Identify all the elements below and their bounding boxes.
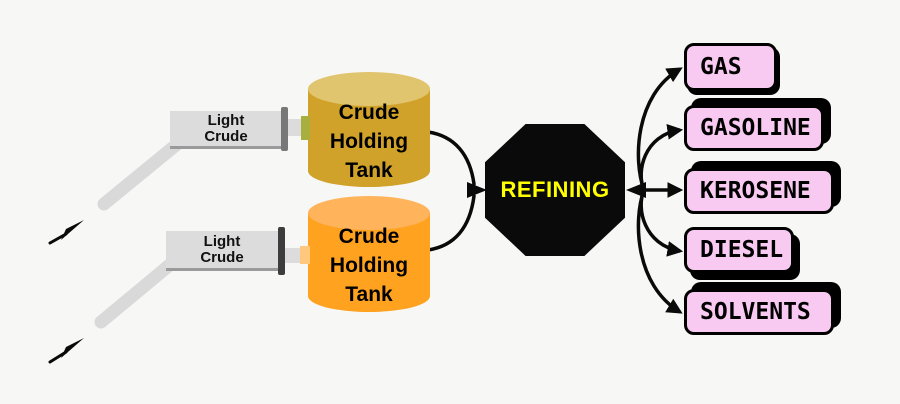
pipe-stub-bottom <box>285 248 302 263</box>
product-box-solvents: SOLVENTS <box>684 289 834 335</box>
refining-label: REFINING <box>500 177 610 202</box>
light-crude-text: Light Crude <box>200 232 244 266</box>
tank-inlet-coupler-top <box>301 116 310 140</box>
tank-top <box>308 196 430 230</box>
tank-label: Crude Holding Tank <box>329 225 409 306</box>
arrowhead-into-refining-icon <box>467 182 487 198</box>
tank-inlet-coupler-bottom <box>300 246 310 264</box>
product-box-gas: GAS <box>684 43 777 91</box>
tank-label: Crude Holding Tank <box>329 101 409 182</box>
product-label: GAS <box>700 54 742 80</box>
light-crude-label-bottom: Light Crude <box>166 231 278 271</box>
flow-line-to-gasoline <box>639 123 684 191</box>
light-crude-text: Light Crude <box>204 111 248 145</box>
flow-line-tank1-to-refining <box>426 130 476 186</box>
crude-holding-tank-2: Crude Holding Tank <box>308 196 430 312</box>
refining-process-node: REFINING <box>485 124 625 256</box>
product-box-kerosene: KEROSENE <box>684 168 834 214</box>
product-label: DIESEL <box>700 237 784 263</box>
pipe-stub-top <box>288 119 303 136</box>
flow-line-to-solvents <box>636 189 683 314</box>
pipe-flange-bottom <box>278 227 285 275</box>
flow-line-to-diesel <box>639 189 684 257</box>
light-crude-label-top: Light Crude <box>170 111 282 149</box>
crude-holding-tank-1: Crude Holding Tank <box>308 72 430 187</box>
product-label: SOLVENTS <box>700 299 811 325</box>
tank-top <box>308 72 430 106</box>
product-box-diesel: DIESEL <box>684 227 794 273</box>
product-label: GASOLINE <box>700 115 811 141</box>
supply-pipe-top <box>97 138 183 211</box>
flow-line-tank2-to-refining <box>426 194 476 252</box>
inflow-arrow-icon <box>48 220 84 245</box>
pipe-flange-top <box>281 107 288 151</box>
supply-pipe-bottom <box>94 256 179 329</box>
product-label: KEROSENE <box>700 178 811 204</box>
inflow-arrow-icon <box>48 338 84 364</box>
product-box-gasoline: GASOLINE <box>684 105 824 151</box>
